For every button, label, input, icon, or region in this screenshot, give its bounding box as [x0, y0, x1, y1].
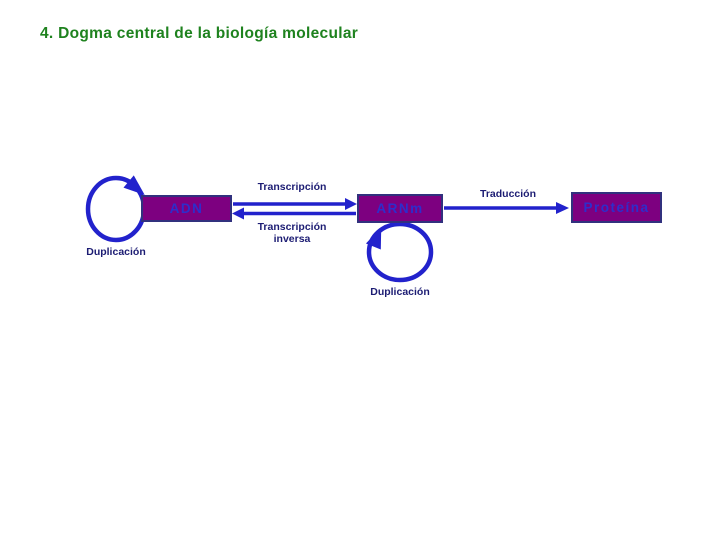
node-proteina-label: Proteína [583, 200, 650, 215]
node-arnm-label: ARNm [376, 201, 424, 216]
dna-duplication-label: Duplicación [86, 246, 146, 258]
translation-label: Traducción [479, 188, 536, 200]
node-proteina: Proteína [571, 192, 662, 223]
rna-duplication-loop [366, 221, 434, 283]
transcription-arrowhead-icon [345, 198, 357, 210]
node-adn-label: ADN [169, 201, 204, 216]
transcription-label: Transcripción [257, 181, 327, 193]
translation-arrowhead-icon [556, 202, 569, 214]
reverse-transcription-label: Transcripción inversa [257, 221, 327, 246]
node-arnm: ARNm [357, 194, 443, 223]
node-adn: ADN [141, 195, 232, 222]
rna-duplication-label: Duplicación [370, 286, 430, 298]
dna-duplication-arrowhead-icon [123, 175, 145, 195]
reverse-transcription-arrowhead-icon [232, 207, 244, 220]
rna-duplication-arrowhead-icon [365, 227, 382, 250]
slide-title: 4. Dogma central de la biología molecula… [40, 25, 359, 42]
